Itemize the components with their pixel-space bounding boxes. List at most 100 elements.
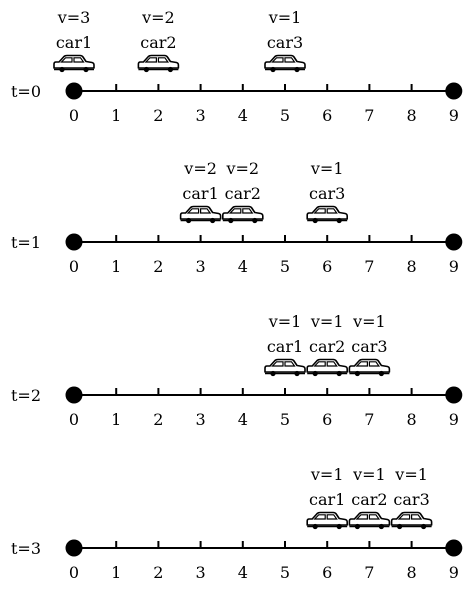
car-wheel <box>270 370 276 377</box>
tick-label: 9 <box>449 410 459 429</box>
tick-label: 2 <box>153 257 163 276</box>
tick-label: 4 <box>238 410 248 429</box>
car-wheel <box>210 217 216 224</box>
car-window <box>313 208 326 214</box>
car-velocity-label: v=2 <box>183 159 217 178</box>
car-window <box>284 361 296 367</box>
car-icon <box>53 54 95 73</box>
car-window <box>284 57 296 63</box>
tick-label: 5 <box>280 106 290 125</box>
car-window <box>326 514 338 520</box>
car-wheel <box>83 66 89 73</box>
car-wheel <box>252 217 258 224</box>
tick-label: 3 <box>196 410 206 429</box>
car-name-label: car1 <box>309 490 345 509</box>
car-wheel <box>312 523 318 530</box>
car-velocity-label: v=2 <box>141 8 175 27</box>
car-group-car1: car1 v=1 <box>306 465 349 530</box>
tick-label: 7 <box>364 257 374 276</box>
time-label: t=2 <box>11 386 41 405</box>
car-icon <box>264 358 306 377</box>
car-window <box>228 208 242 214</box>
car-icon <box>348 511 391 530</box>
tick-label: 2 <box>153 410 163 429</box>
tick-label: 4 <box>238 257 248 276</box>
car-window <box>355 361 368 367</box>
axis-start-dot <box>65 386 83 404</box>
car-wheel <box>336 523 342 530</box>
tick-label: 2 <box>153 563 163 582</box>
axis-start-dot <box>65 82 83 100</box>
car-name-label: car2 <box>225 184 261 203</box>
tick-label: 7 <box>364 106 374 125</box>
car-icon <box>306 205 349 224</box>
car-velocity-label: v=1 <box>268 8 302 27</box>
car-wheel <box>378 370 384 377</box>
car-velocity-label: v=1 <box>268 312 302 331</box>
car-group-car1: car1 v=2 <box>179 159 222 224</box>
car-velocity-label: v=2 <box>225 159 259 178</box>
car-name-label: car1 <box>267 337 303 356</box>
car-velocity-label: v=1 <box>310 465 344 484</box>
car-wheel <box>336 217 342 224</box>
axis-start-dot <box>65 233 83 251</box>
car-wheel <box>59 66 65 73</box>
car-velocity-label: v=1 <box>394 465 428 484</box>
tick-label: 8 <box>407 106 417 125</box>
axis-end-dot <box>445 82 463 100</box>
car-wheel <box>397 523 403 530</box>
axis-end-dot <box>445 539 463 557</box>
car-window <box>271 361 284 367</box>
car-name-label: car1 <box>56 33 92 52</box>
tick-label: 3 <box>196 563 206 582</box>
car-window <box>313 514 326 520</box>
car-icon <box>179 205 222 224</box>
tick-label: 5 <box>280 563 290 582</box>
car-wheel <box>294 66 300 73</box>
car-window <box>73 57 85 63</box>
time-label: t=3 <box>11 539 41 558</box>
car-velocity-label: v=3 <box>57 8 91 27</box>
tick-label: 2 <box>153 106 163 125</box>
car-wheel <box>167 66 173 73</box>
car-name-label: car3 <box>393 490 429 509</box>
car-window <box>313 361 326 367</box>
tick-label: 5 <box>280 410 290 429</box>
car-window <box>186 208 200 214</box>
tick-label: 9 <box>449 106 459 125</box>
car-name-label: car1 <box>182 184 218 203</box>
tick-label: 8 <box>407 257 417 276</box>
tick-label: 4 <box>238 563 248 582</box>
tick-label: 7 <box>364 410 374 429</box>
tick-label: 6 <box>322 106 332 125</box>
car-icon <box>137 54 180 73</box>
car-icon <box>390 511 433 530</box>
car-velocity-label: v=1 <box>310 312 344 331</box>
car-window <box>368 361 381 367</box>
car-name-label: car2 <box>140 33 176 52</box>
car-velocity-label: v=1 <box>352 465 386 484</box>
car-wheel <box>336 370 342 377</box>
axis-end-dot <box>445 233 463 251</box>
car-window <box>157 57 170 63</box>
tick-label: 8 <box>407 563 417 582</box>
time-label: t=1 <box>11 233 41 252</box>
car-window <box>326 208 338 214</box>
car-velocity-label: v=1 <box>352 312 386 331</box>
tick-label: 1 <box>111 563 121 582</box>
car-wheel <box>312 370 318 377</box>
tick-label: 6 <box>322 257 332 276</box>
car-name-label: car2 <box>351 490 387 509</box>
car-window <box>60 57 73 63</box>
time-label: t=0 <box>11 82 41 101</box>
car-window <box>144 57 157 63</box>
tick-label: 1 <box>111 106 121 125</box>
car-wheel <box>378 523 384 530</box>
car-wheel <box>143 66 149 73</box>
